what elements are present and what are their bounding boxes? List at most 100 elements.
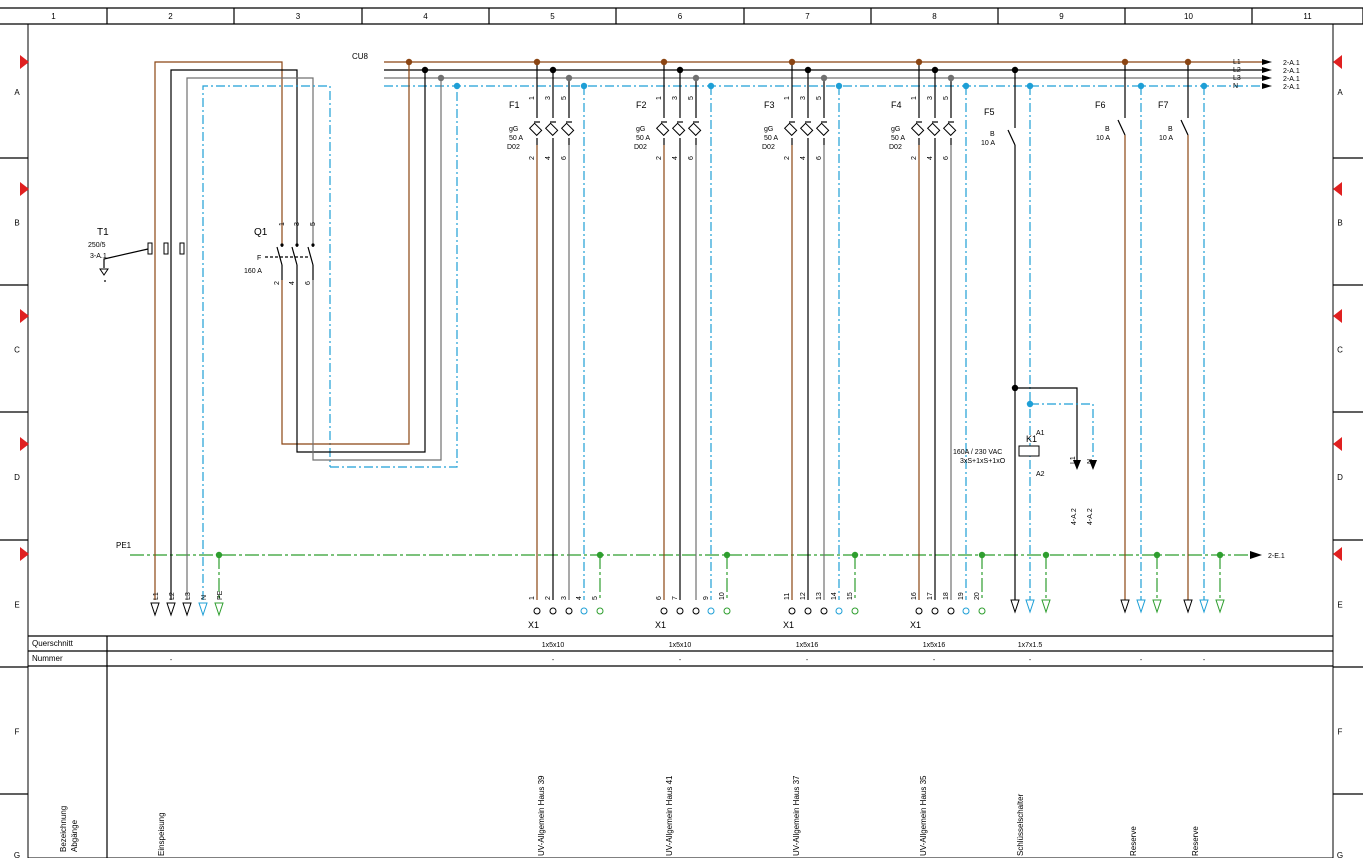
busbar-phase-label: L1 [1233, 59, 1241, 66]
table-number-dash: - [1029, 657, 1032, 664]
contactor-contact-l1: L1 [1070, 456, 1077, 464]
table-number-dash: - [806, 657, 809, 664]
q1-out-n [330, 86, 458, 468]
fuse-type: gG [636, 126, 645, 133]
x1-terminal [723, 607, 731, 615]
q1-terminal-top: 5 [310, 222, 317, 226]
q1-out-l2 [296, 70, 426, 453]
x1-terminal [565, 607, 573, 615]
x1-terminal-number: 7 [672, 596, 679, 600]
q1-actuator-mark: F [257, 255, 261, 262]
q1-terminal-bottom: 6 [305, 281, 312, 285]
fuse-terminal-top: 3 [800, 96, 807, 100]
fuse-body [926, 122, 941, 137]
infeed-l1 [154, 61, 283, 600]
frame-marker-arrow [20, 55, 29, 69]
fuse-type: gG [764, 126, 773, 133]
busbar-arrow [1262, 67, 1272, 73]
frame-marker-arrow [20, 437, 29, 451]
fuse-rating: 50 A [891, 135, 905, 142]
reserve-blade [1180, 119, 1189, 136]
infeed-terminal-label: L2 [169, 592, 176, 600]
x1-terminal-number: 6 [656, 596, 663, 600]
fuse-tag: F4 [891, 100, 902, 110]
x1-terminal-number: 10 [719, 592, 726, 600]
q1-blade [291, 246, 298, 266]
busbar-tap-dot [707, 82, 715, 90]
x1-terminal-number: 13 [816, 592, 823, 600]
table-desc-label-1: Bezeichnung [59, 806, 68, 852]
breaker-char: B [990, 131, 995, 138]
pe-bus-arrow [1250, 551, 1262, 559]
table-description: UV-Allgemein Haus 39 [537, 775, 546, 856]
infeed-terminal-symbol [198, 602, 208, 617]
frame-row-letter: G [14, 851, 20, 858]
output-terminal [1183, 599, 1193, 614]
frame-column-number: 3 [296, 12, 301, 21]
x1-terminal [549, 607, 557, 615]
frame-column-number: 10 [1184, 12, 1193, 21]
x1-terminal-number: 14 [831, 592, 838, 600]
fuse-terminal-bottom: 6 [943, 156, 950, 160]
infeed-terminal-label: N [201, 595, 208, 600]
fuse-size: D02 [762, 144, 775, 151]
x1-terminal-number: 4 [576, 596, 583, 600]
x1-terminal-number: 1 [529, 596, 536, 600]
fuse-size: D02 [634, 144, 647, 151]
infeed-terminal-symbol [150, 602, 160, 617]
busbar-arrow [1262, 59, 1272, 65]
infeed-terminal-symbol [182, 602, 192, 617]
infeed-terminal-label: L3 [185, 592, 192, 600]
busbar-tap-dot [692, 74, 700, 82]
frame-row-letter: F [1338, 728, 1343, 737]
infeed-l2 [170, 69, 298, 600]
busbar-label: CU8 [352, 52, 369, 61]
frame-row-letter: E [14, 601, 19, 610]
x1-terminal [804, 607, 812, 615]
frame-row-letter: F [15, 728, 20, 737]
busbar-phase-label: L2 [1233, 67, 1241, 74]
fuse-body [560, 122, 575, 137]
table-row2-label: Nummer [32, 654, 63, 663]
x1-terminal [596, 607, 604, 615]
x1-terminal [835, 607, 843, 615]
frame-column-number: 4 [423, 12, 428, 21]
fuse-terminal-top: 1 [656, 96, 663, 100]
x1-terminal-number: 11 [784, 593, 791, 600]
frame-column-number: 11 [1303, 12, 1312, 21]
fuse-terminal-bottom: 6 [688, 156, 695, 160]
frame-row-letter: D [1337, 473, 1343, 482]
x1-terminal [788, 607, 796, 615]
transformer-tag: T1 [97, 227, 109, 238]
main-switch-rating: 160 A [244, 268, 262, 275]
fuse-rating: 50 A [509, 135, 523, 142]
busbar-tap-dot [421, 66, 429, 74]
table-number-dash: - [552, 657, 555, 664]
fuse-size: D02 [507, 144, 520, 151]
breaker-rating: 10 A [1096, 135, 1110, 142]
x1-terminal [978, 607, 986, 615]
fuse-terminal-top: 5 [688, 96, 695, 100]
fuse-terminal-top: 5 [561, 96, 568, 100]
infeed-terminal-symbol [166, 602, 176, 617]
earth-symbol [99, 268, 109, 276]
fuse-body [815, 122, 830, 137]
infeed-terminal-label: PE [217, 590, 224, 600]
x1-terminal-number: 16 [911, 592, 918, 600]
fuse-rating: 50 A [764, 135, 778, 142]
x1-terminal [660, 607, 668, 615]
table-description: UV-Allgemein Haus 35 [919, 775, 928, 856]
table-number-dash: - [1203, 657, 1206, 664]
table-description: UV-Allgemein Haus 37 [792, 775, 801, 856]
x1-terminal-number: 2 [545, 596, 552, 600]
pe-junction-dot [1153, 551, 1161, 559]
frame-column-number: 2 [168, 12, 173, 21]
breaker-char: B [1168, 126, 1173, 133]
x1-terminal [533, 607, 541, 615]
fuse-rating: 50 A [636, 135, 650, 142]
fuse-body [671, 122, 686, 137]
pe-junction-dot [1216, 551, 1224, 559]
busbar-tap-dot [565, 74, 573, 82]
fuse-terminal-top: 1 [911, 96, 918, 100]
